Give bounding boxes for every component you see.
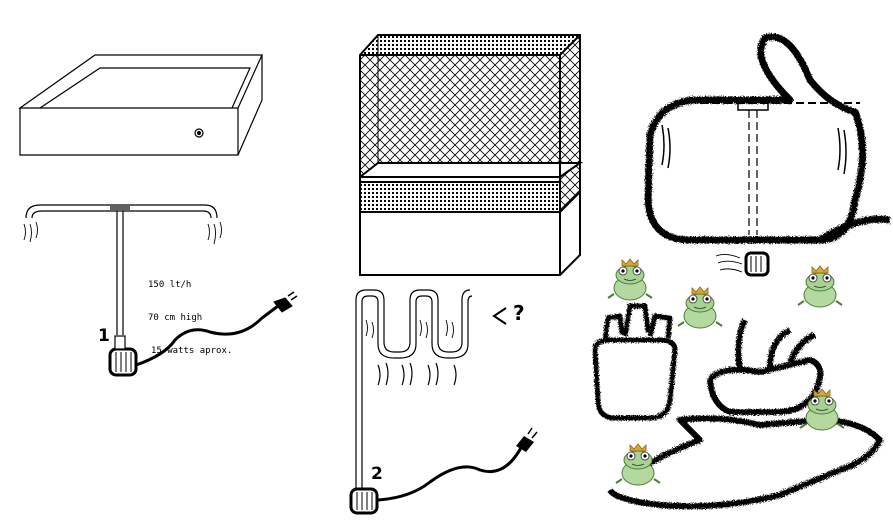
spray-bar-icon xyxy=(23,204,222,335)
spec-height: 70 cm high xyxy=(148,313,203,323)
plug-icon xyxy=(516,427,538,452)
hand-icon xyxy=(607,318,883,510)
spec-flow: 150 lt/h xyxy=(148,280,192,290)
tray-icon xyxy=(18,54,263,156)
spec-power: 15 watts aprox. xyxy=(151,346,233,356)
frog-prince-icon xyxy=(607,258,653,301)
zigzag-pipe-icon xyxy=(355,289,507,488)
question-mark: ? xyxy=(513,301,525,325)
rock-background xyxy=(644,33,891,244)
pot-plant-icon xyxy=(592,303,678,421)
pump-label-1: 1 xyxy=(98,326,110,346)
frog-prince-icon xyxy=(797,265,843,308)
air-flow-icon xyxy=(715,253,743,273)
pump-label-2: 2 xyxy=(371,464,383,484)
pump-specs: 150 lt/h 70 cm high 15 watts aprox. xyxy=(148,258,232,368)
mesh-enclosure-icon xyxy=(359,34,584,276)
pump-icon xyxy=(349,487,379,515)
plug-icon xyxy=(273,291,298,313)
pump-icon xyxy=(744,251,770,277)
frog-prince-icon xyxy=(677,286,723,329)
pump-icon xyxy=(108,335,138,377)
